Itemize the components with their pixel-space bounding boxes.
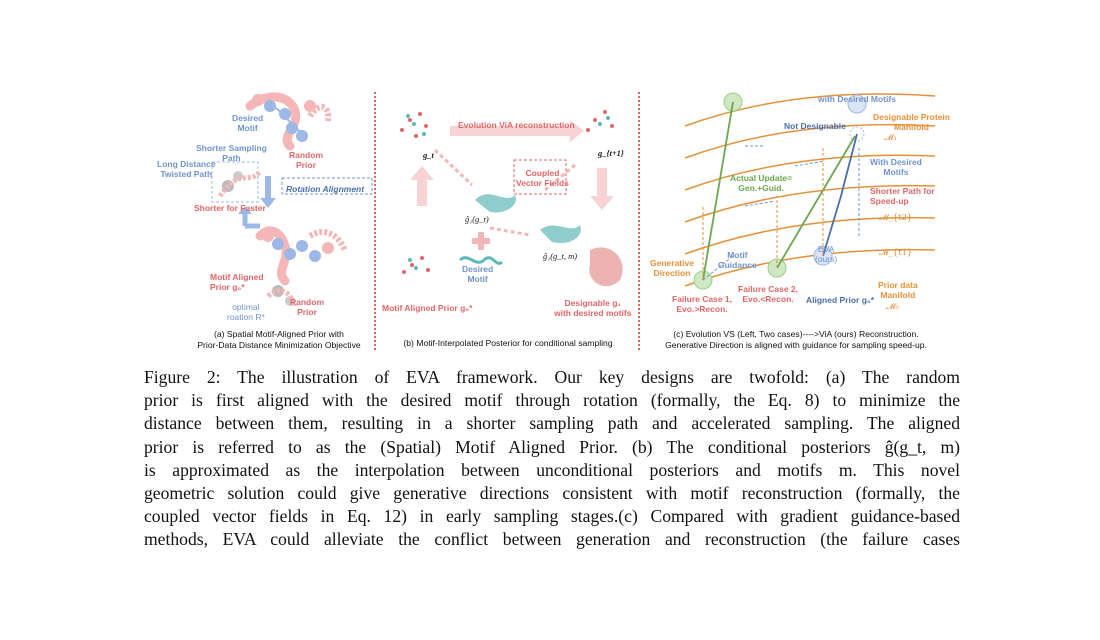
- figure-caption: Figure 2: The illustration of EVA framew…: [144, 366, 960, 552]
- panel-b-diagram: [400, 110, 623, 287]
- divider-left: [374, 92, 376, 350]
- label-random-prior-bottom: Random Prior: [290, 297, 324, 317]
- label-motif-aligned-prior-b: Motif Aligned Prior g₀*: [382, 303, 473, 313]
- figure: Desired Motif Shorter Sampling Path Long…: [157, 92, 950, 350]
- label-generative-direction: Generative Direction: [650, 258, 694, 278]
- caption-panel-a: (a) Spatial Motif-Aligned Prior with Pri…: [197, 329, 361, 350]
- label-shorter-path: Shorter Path for Speed-up: [870, 186, 935, 206]
- label-motif-guidance: Motif Guidance: [718, 250, 757, 270]
- panel-a-diagram: [211, 92, 373, 307]
- label-desired-motif-b: Desired Motif: [462, 264, 494, 284]
- label-not-designable: Not Designable: [784, 121, 846, 131]
- label-m-t1: 𝓜_{t1}: [879, 248, 913, 258]
- panel-c-diagram: [684, 92, 936, 290]
- label-g-t1: g_{t+1}: [598, 148, 624, 158]
- label-random-prior-top: Random Prior: [289, 150, 323, 170]
- label-rotation-alignment: Rotation Alignment: [286, 184, 365, 194]
- label-m1: 𝓜₁: [884, 133, 897, 143]
- label-designable-manifold: Designable Protein Manifold: [873, 112, 950, 132]
- label-eva-ours: EVA (ours): [815, 244, 838, 264]
- label-designable: Designable g₁ with desired motifs: [554, 298, 632, 318]
- label-aligned-prior: Aligned Prior g₀*: [806, 295, 875, 305]
- caption-line: geometric solution could give generative…: [144, 483, 960, 504]
- caption-line: is approximated as the interpolation bet…: [144, 459, 960, 480]
- label-g-t: g_t: [423, 150, 434, 160]
- label-m0: 𝓜₀: [886, 302, 899, 312]
- label-desired-motif-a: Desired Motif: [232, 113, 264, 133]
- label-failure2: Failure Case 2, Evo.<Recon.: [738, 284, 799, 304]
- caption-line: coupled vector fields in Eq. 12) in earl…: [144, 506, 960, 527]
- label-g-hat-gtm: ĝ₁(g_t, m): [543, 251, 578, 261]
- label-with-desired-motifs-top: with Desired Motifs: [818, 94, 896, 104]
- label-actual-update: Actual Update= Gen.+Guid.: [730, 173, 793, 193]
- caption-line: methods, EVA could alleviate the conflic…: [144, 529, 960, 550]
- label-with-desired-motifs: With Desired Motifs: [870, 157, 922, 177]
- label-shorter-sampling-path: Shorter Sampling Path: [196, 143, 267, 163]
- label-failure1: Failure Case 1, Evo.>Recon.: [672, 294, 733, 314]
- label-evolution: Evolution ViA reconstruction: [458, 120, 575, 130]
- label-motif-aligned-prior-a: Motif Aligned Prior g₀*: [210, 272, 264, 292]
- caption-line: prior is referred to as the (Spatial) Mo…: [144, 436, 960, 457]
- label-prior-manifold: Prior data Manifold: [878, 280, 918, 300]
- label-shorter-for-faster: Shorter for Faster: [194, 203, 266, 213]
- label-long-distance: Long Distance Twisted Path: [157, 159, 216, 179]
- caption-line: distance between them, resulting in a sh…: [144, 413, 960, 434]
- caption-line: prior is first aligned with the desired …: [144, 390, 960, 411]
- caption-line: Figure 2: The illustration of EVA framew…: [144, 367, 960, 387]
- label-g-hat-gt: ĝ₁(g_t): [465, 214, 489, 224]
- caption-panel-c: (c) Evolution VS (Left, Two cases)---->V…: [665, 329, 927, 350]
- caption-panel-b: (b) Motif-Interpolated Posterior for con…: [403, 338, 613, 348]
- label-optimal-rotation: optimal roation R*: [227, 302, 265, 322]
- label-m-t2: 𝓜_{t2}: [879, 213, 913, 223]
- divider-right: [638, 92, 640, 350]
- label-coupled: Coupled Vector Fields: [516, 168, 569, 188]
